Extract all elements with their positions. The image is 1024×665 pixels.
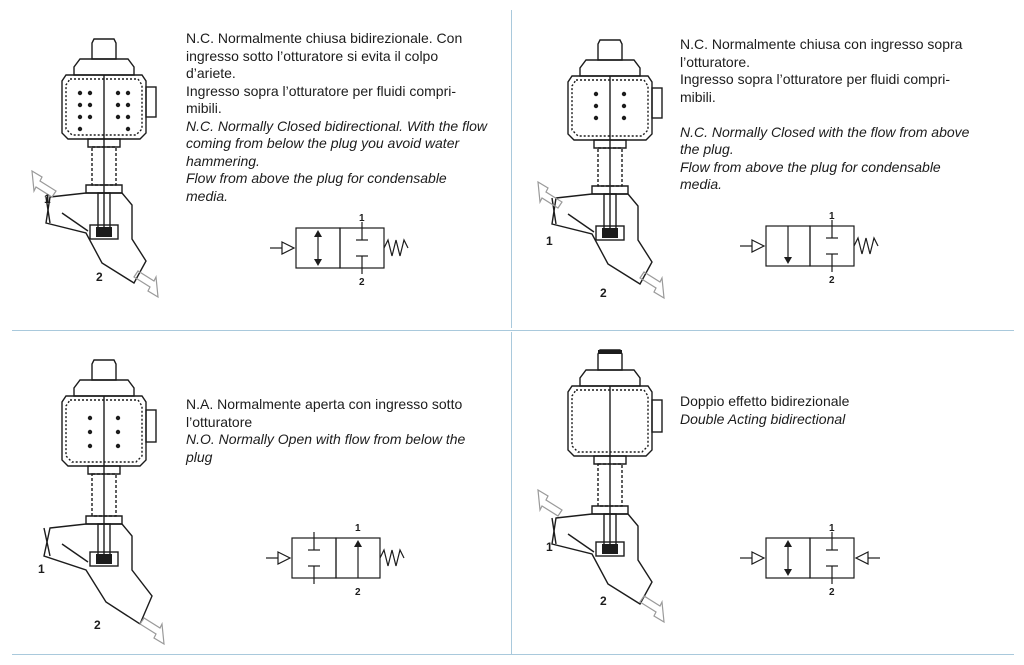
symbol-port-top: 1 xyxy=(829,211,835,222)
symbol-port-top: 1 xyxy=(359,213,365,224)
valve-symbol-normally-open: 1 2 xyxy=(266,523,405,598)
vertical-divider-bottom xyxy=(511,332,512,654)
it-line: ingresso sotto l’otturatore si evita il … xyxy=(186,47,439,64)
angle-seat-valve-nc-flow-above-icon xyxy=(537,39,665,300)
paragraph-gap xyxy=(680,106,969,124)
en-line: Double Acting bidirectional xyxy=(680,410,846,427)
en-line: N.O. Normally Open with flow from below … xyxy=(186,431,466,447)
horizontal-divider-bottom xyxy=(12,654,1014,655)
symbol-port-top: 1 xyxy=(829,523,835,534)
it-line: mibili. xyxy=(680,88,716,105)
it-line: N.A. Normalmente aperta con ingresso sot… xyxy=(186,396,463,412)
en-line: coming from below the plug you avoid wat… xyxy=(186,135,460,151)
en-line: N.C. Normally Closed with the flow from … xyxy=(680,123,970,140)
panel-nc-flow-above: 1 2 N.C. Normalmente chiusa con ingresso… xyxy=(512,0,1024,330)
description: Doppio effetto bidirezionale Double Acti… xyxy=(680,393,849,428)
en-line: plug xyxy=(186,448,213,465)
en-line: Flow from above the plug for condensable xyxy=(680,158,941,175)
it-line: d’ariete. xyxy=(186,65,236,81)
it-line: Ingresso sopra l’otturatore per fluidi c… xyxy=(680,71,951,87)
angle-seat-valve-normally-open-icon xyxy=(43,359,165,646)
description: N.A. Normalmente aperta con ingresso sot… xyxy=(186,396,465,466)
it-line: N.C. Normalmente chiusa bidirezionale. C… xyxy=(186,30,463,46)
it-line: l’otturatore xyxy=(186,413,253,430)
valve-symbol-nc-bidirectional: 1 2 xyxy=(270,213,409,288)
port-out-label: 2 xyxy=(94,618,101,632)
vertical-divider-top xyxy=(511,10,512,328)
panel-na-normally-open: 1 2 N.A. Normalmente aperta con ingresso… xyxy=(0,332,510,654)
angle-seat-valve-nc-bidirectional-icon xyxy=(31,38,159,299)
it-line: Doppio effetto bidirezionale xyxy=(680,393,850,409)
port-out-label: 2 xyxy=(96,270,103,284)
port-in-label: 1 xyxy=(38,562,45,576)
symbol-port-bottom: 2 xyxy=(359,277,365,288)
en-line: media. xyxy=(186,187,229,204)
en-line: the plug. xyxy=(680,141,734,157)
en-line: N.C. Normally Closed bidirectional. With… xyxy=(186,117,487,134)
it-line: mibili. xyxy=(186,100,222,116)
port-out-label: 2 xyxy=(600,594,607,608)
symbol-port-top: 1 xyxy=(355,523,361,534)
en-line: Flow from above the plug for condensable xyxy=(186,170,447,186)
it-line: l’otturatore. xyxy=(680,53,751,70)
angle-seat-valve-double-acting-icon xyxy=(537,349,665,624)
panel-double-acting: 1 2 Doppio effetto bidirezionale Double … xyxy=(512,332,1024,654)
en-line: hammering. xyxy=(186,152,260,169)
valve-symbol-nc-flow-above: 1 2 xyxy=(740,211,879,286)
panel-nc-bidirectional: 1 2 N.C. Normalmente chiusa bidirezional… xyxy=(0,0,510,330)
description: N.C. Normalmente chiusa bidirezionale. C… xyxy=(186,30,487,205)
port-out-label: 2 xyxy=(600,286,607,300)
valve-symbol-double-acting: 1 2 xyxy=(740,523,880,598)
port-in-label: 1 xyxy=(44,192,51,206)
it-line: Ingresso sopra l’otturatore per fluidi c… xyxy=(186,82,457,99)
it-line: N.C. Normalmente chiusa con ingresso sop… xyxy=(680,36,963,52)
symbol-port-bottom: 2 xyxy=(355,587,361,598)
symbol-port-bottom: 2 xyxy=(829,587,835,598)
horizontal-divider-middle xyxy=(12,330,1014,331)
port-in-label: 1 xyxy=(546,540,553,554)
description: N.C. Normalmente chiusa con ingresso sop… xyxy=(680,36,969,194)
port-in-label: 1 xyxy=(546,234,553,248)
symbol-port-bottom: 2 xyxy=(829,275,835,286)
en-line: media. xyxy=(680,176,723,192)
